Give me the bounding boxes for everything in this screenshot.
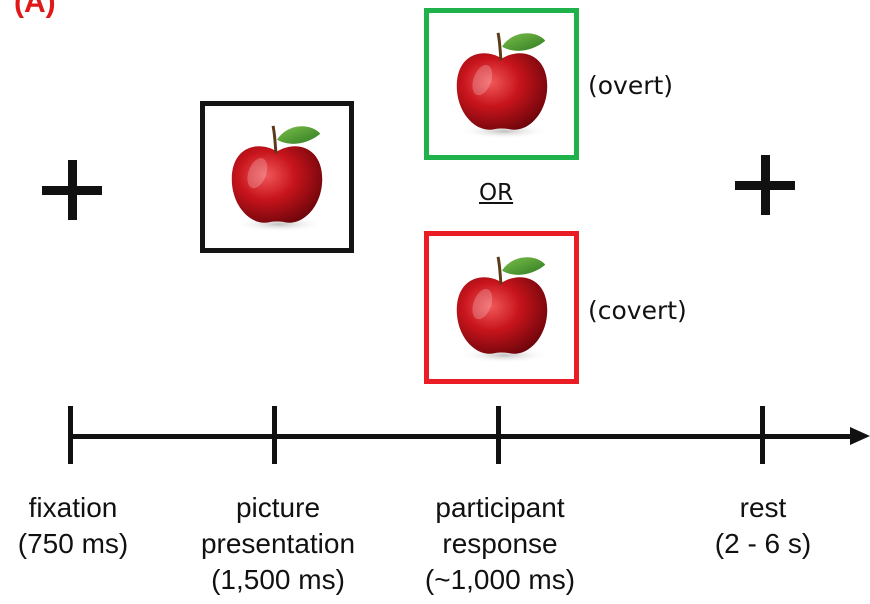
timeline-tick-response	[496, 406, 501, 464]
picture-presentation-frame	[200, 101, 354, 253]
event-duration: (1,500 ms)	[211, 564, 345, 595]
apple-icon	[443, 25, 561, 143]
panel-label: (A)	[14, 0, 56, 19]
covert-label: (covert)	[588, 296, 687, 325]
event-name: picture	[235, 492, 321, 523]
event-name: response	[442, 528, 558, 559]
event-duration: (~1,000 ms)	[424, 564, 576, 595]
covert-response-frame	[424, 231, 579, 384]
event-rest: rest (2 - 6 s)	[653, 490, 870, 562]
timeline-tick-rest	[760, 406, 765, 464]
or-label: OR	[479, 180, 514, 206]
rest-cross-icon	[735, 155, 795, 215]
apple-icon	[218, 118, 336, 236]
overt-response-frame	[424, 8, 579, 160]
event-picture-presentation: picture presentation (1,500 ms)	[168, 490, 388, 598]
timeline-axis	[70, 434, 852, 439]
fixation-cross-icon	[42, 160, 102, 220]
event-duration: (2 - 6 s)	[714, 528, 812, 559]
event-duration: (750 ms)	[17, 528, 129, 559]
timeline-tick-picture	[272, 406, 277, 464]
event-fixation: fixation (750 ms)	[0, 490, 183, 562]
event-name: participant	[435, 492, 565, 523]
event-name: fixation	[28, 492, 118, 523]
event-participant-response: participant response (~1,000 ms)	[390, 490, 610, 598]
overt-label: (overt)	[588, 71, 674, 100]
event-name: rest	[739, 492, 787, 523]
timeline-arrow-icon	[850, 427, 870, 445]
apple-icon	[443, 249, 561, 367]
timeline-tick-fixation	[68, 406, 73, 464]
event-name: presentation	[200, 528, 356, 559]
